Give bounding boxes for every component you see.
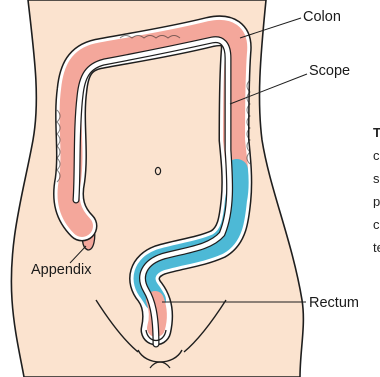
cutoff-text-line: p xyxy=(373,195,380,208)
label-colon: Colon xyxy=(303,10,341,25)
label-appendix: Appendix xyxy=(31,263,91,278)
cutoff-text-line: te xyxy=(373,241,380,254)
cutoff-text-line: s xyxy=(373,172,380,185)
label-rectum: Rectum xyxy=(309,296,359,311)
cutoff-text-line: c xyxy=(373,218,380,231)
cutoff-text-line: T xyxy=(373,126,380,139)
cutoff-text-line: c xyxy=(373,149,380,162)
label-scope: Scope xyxy=(309,64,350,79)
